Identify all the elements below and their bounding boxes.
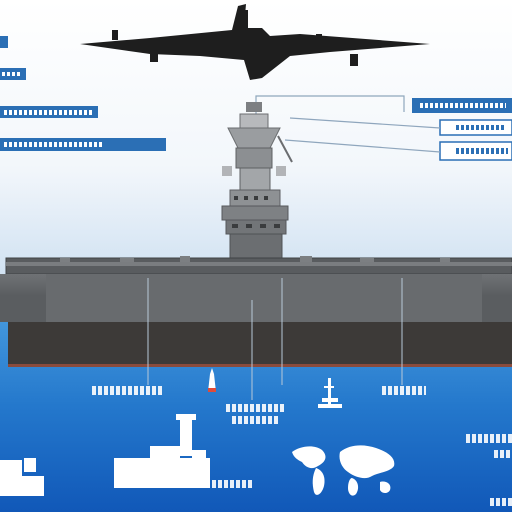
factory-icon xyxy=(0,414,210,496)
aircraft-silhouette-icon xyxy=(80,4,430,80)
caption-block-3 xyxy=(232,416,280,424)
caption-block-8 xyxy=(490,498,512,506)
missile-icon xyxy=(208,368,216,392)
waterline xyxy=(8,364,512,367)
flight-deck xyxy=(5,256,512,275)
label-text-4 xyxy=(4,142,102,147)
label-text-6 xyxy=(456,125,506,130)
label-text-2 xyxy=(2,72,22,76)
depth-lines xyxy=(147,278,403,400)
hull-lower xyxy=(8,322,512,366)
caption-block-4 xyxy=(382,386,426,395)
antenna-icon xyxy=(318,378,342,408)
label-text-3 xyxy=(4,110,92,115)
label-text-5 xyxy=(420,103,506,108)
caption-block-6 xyxy=(466,434,512,443)
hull-upper xyxy=(0,274,512,322)
caption-block-1 xyxy=(92,386,164,395)
label-text-7 xyxy=(456,148,508,154)
world-map-icon xyxy=(292,445,395,496)
caption-block-5 xyxy=(206,480,254,488)
carrier-island-icon xyxy=(221,102,293,259)
label-bar-1 xyxy=(0,36,8,48)
caption-block-2 xyxy=(226,404,286,412)
caption-block-7 xyxy=(494,450,512,458)
